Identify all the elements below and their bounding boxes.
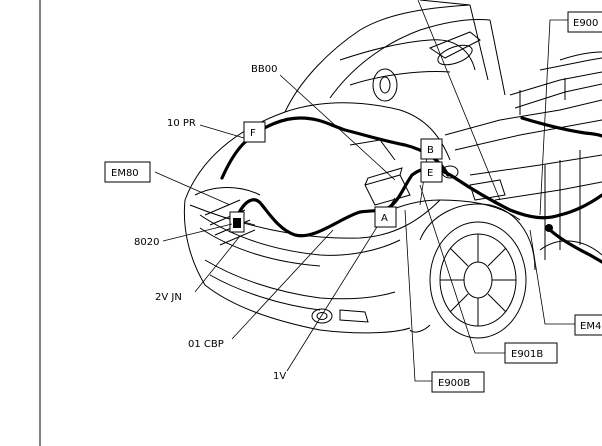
label-1v: 1V bbox=[273, 371, 286, 382]
label-em4: EM4 bbox=[580, 321, 601, 332]
label-e900: E900 bbox=[573, 18, 598, 29]
label-8020: 8020 bbox=[134, 237, 159, 248]
label-e901b: E901B bbox=[511, 349, 543, 360]
leader-lines bbox=[154, 0, 575, 382]
label-01-cbp: 01 CBP bbox=[188, 339, 224, 350]
component-labels: BB00 10 PR EM80 8020 2V JN 01 CBP 1V E90… bbox=[104, 11, 602, 393]
letter-markers: F A B E bbox=[243, 121, 443, 228]
marker-f: F bbox=[250, 128, 256, 139]
label-bb00: BB00 bbox=[251, 64, 277, 75]
marker-a: A bbox=[381, 213, 388, 224]
label-10-pr: 10 PR bbox=[167, 118, 196, 129]
label-e900b: E900B bbox=[438, 378, 470, 389]
label-2v-jn: 2V JN bbox=[155, 292, 182, 303]
front-wheel bbox=[429, 221, 527, 339]
marker-e: E bbox=[427, 168, 433, 179]
label-em80: EM80 bbox=[111, 168, 139, 179]
car-body-drawing bbox=[183, 0, 602, 339]
marker-b: B bbox=[427, 145, 434, 156]
